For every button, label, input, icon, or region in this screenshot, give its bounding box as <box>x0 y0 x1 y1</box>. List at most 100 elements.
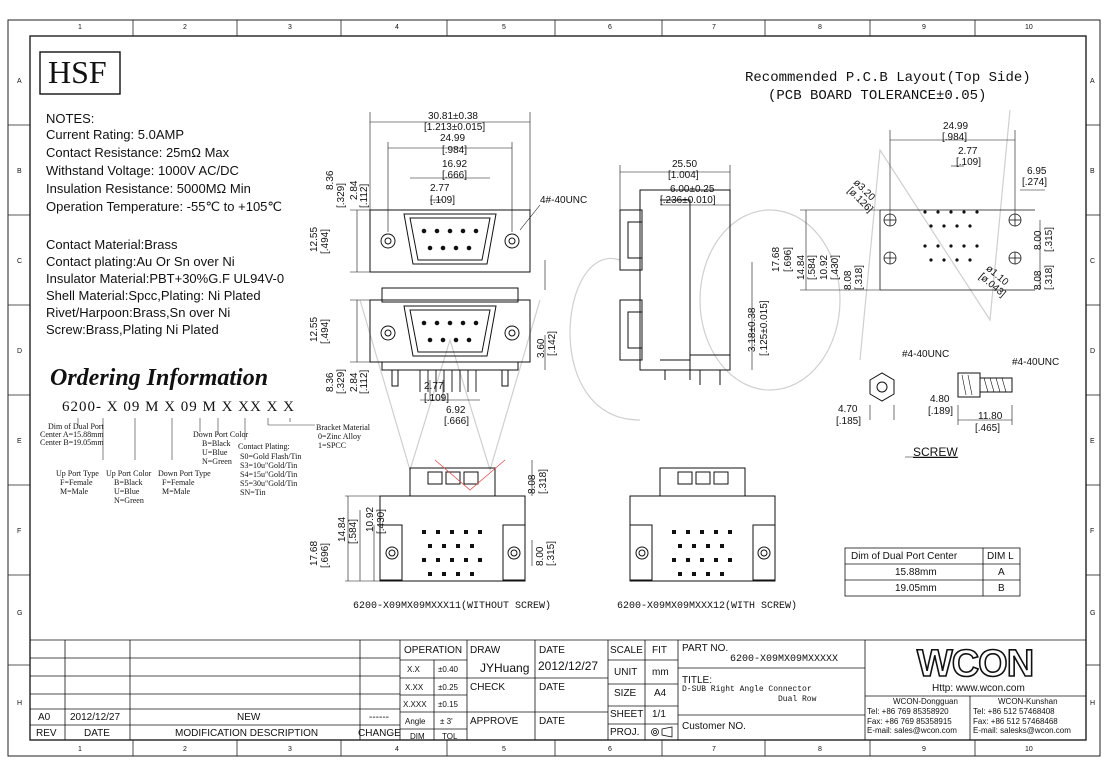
col-label: 3 <box>288 24 292 31</box>
rev-cell: ------ <box>369 712 389 723</box>
dim-label: 30.81±0.38 <box>428 111 478 122</box>
dim-label: 25.50 <box>672 159 698 170</box>
table-cell: 15.88mm <box>895 567 937 578</box>
dim-label: 17.68 <box>771 246 782 272</box>
col-label: 5 <box>502 746 506 753</box>
col-label: 4 <box>395 24 399 31</box>
legend-line: Up Port Type <box>56 469 99 478</box>
dim-label: 8.08 <box>527 474 538 494</box>
website[interactable]: Http: www.wcon.com <box>932 683 1025 694</box>
dim-label: 8.08 <box>1033 270 1044 290</box>
legend-line: 0=Zinc Alloy <box>318 432 361 441</box>
legend-line: M=Male <box>60 487 89 496</box>
draw-name: JYHuang <box>480 661 530 675</box>
svg-text:WCON: WCON <box>917 643 1033 685</box>
dim-label: [.584] <box>807 254 818 280</box>
dim-label: [.329] <box>336 182 347 208</box>
rev-header: REV <box>36 728 57 739</box>
dongguan-fax: Fax: +86 769 85358915 <box>867 717 952 726</box>
legend-line: M=Male <box>162 487 191 496</box>
side-view <box>619 165 753 385</box>
dim-label: #4-40UNC <box>1012 357 1060 368</box>
dim-label: 12.55 <box>309 226 320 252</box>
dim-label: [.318] <box>854 264 865 290</box>
hsf-logo: HSF <box>48 54 107 90</box>
rev-header: CHANGE <box>358 728 401 739</box>
pcb-subtitle: (PCB BOARD TOLERANCE±0.05) <box>768 88 987 104</box>
dim-label: [.494] <box>320 228 331 254</box>
legend-line: U=Blue <box>114 487 140 496</box>
dim-label: [.236±0.010] <box>660 195 716 206</box>
kunshan-tel: Tel: +86 512 57468408 <box>973 707 1055 716</box>
row-label: B <box>1090 168 1095 175</box>
tol-cell: ±0.25 <box>438 683 458 692</box>
legend-line: Down Port Type <box>158 469 211 478</box>
col-label: 2 <box>183 746 187 753</box>
pcb-layout <box>800 130 1045 291</box>
legend-line: N=Green <box>114 496 144 505</box>
dim-label: [.494] <box>320 318 331 344</box>
col-label: 10 <box>1025 24 1033 31</box>
kunshan-title: WCON-Kunshan <box>998 697 1058 706</box>
draw-date: 2012/12/27 <box>538 659 599 673</box>
dim-label: 3.18±0.38 <box>747 307 758 352</box>
legend-line: Bracket Material <box>316 423 370 432</box>
dongguan-title: WCON-Dongguan <box>893 697 958 706</box>
legend-line: Dim of Dual Port <box>48 422 104 431</box>
approve-date-label: DATE <box>539 716 565 727</box>
title-block-grid <box>30 639 1086 740</box>
dongguan-email[interactable]: E-mail: sales@wcon.com <box>867 726 957 735</box>
col-label: 10 <box>1025 746 1033 753</box>
watermark <box>359 109 1011 473</box>
note-line: Operation Temperature: -55℃ to +105℃ <box>46 199 283 214</box>
legend-line: SN=Tin <box>240 488 266 497</box>
row-label: D <box>1090 348 1096 355</box>
tol-cell: X.XX <box>405 683 424 692</box>
col-label: 4 <box>395 746 399 753</box>
legend-line: B=Black <box>114 478 143 487</box>
rev-header: DATE <box>84 728 110 739</box>
dim-label: 2.77 <box>958 146 978 157</box>
dim-label: [.666] <box>444 416 470 427</box>
row-label: E <box>1090 438 1095 445</box>
dim-label: [.109] <box>430 195 456 206</box>
row-label: H <box>1090 700 1096 707</box>
legend-line: S4=15u"Gold/Tin <box>240 470 298 479</box>
dim-label: 10.92 <box>819 254 830 280</box>
dim-label: #4-40UNC <box>902 349 950 360</box>
col-label: 5 <box>502 24 506 31</box>
material-line: Screw:Brass,Plating Ni Plated <box>46 322 219 337</box>
kunshan-email[interactable]: E-mail: salesks@wcon.com <box>973 726 1071 735</box>
ordering-code: 6200- X 09 M X 09 M X XX X X <box>62 399 295 415</box>
dim-label: [.430] <box>376 508 387 534</box>
dim-label: [.318] <box>1044 264 1055 290</box>
title-line-1: D-SUB Right Angle Connector <box>682 685 812 694</box>
dim-label: 8.08 <box>843 270 854 290</box>
legend-line: S3=10u"Gold/Tin <box>240 461 298 470</box>
part-no: 6200-X09MX09MXXXXX <box>730 654 839 665</box>
tol-cell: DIM <box>410 732 425 741</box>
sheet-value: 1/1 <box>652 709 666 720</box>
legend-line: Contact Plating: <box>238 442 290 451</box>
table-cell: 19.05mm <box>895 583 937 594</box>
part-no-label: PART NO. <box>682 643 729 654</box>
legend-line: F=Female <box>162 478 195 487</box>
col-label: 6 <box>608 746 612 753</box>
dim-label: 10.92 <box>365 506 376 532</box>
dim-label: 16.92 <box>442 159 468 170</box>
size-label: SIZE <box>614 688 637 699</box>
dim-label: 4.80 <box>930 394 950 405</box>
legend-line: B=Black <box>202 439 231 448</box>
pcb-title: Recommended P.C.B Layout(Top Side) <box>745 70 1031 86</box>
dim-label: 6.00±0.25 <box>670 184 715 195</box>
col-label: 9 <box>922 746 926 753</box>
material-line: Contact plating:Au Or Sn over Ni <box>46 254 235 269</box>
legend-line: Up Port Color <box>106 469 152 478</box>
rev-cell: A0 <box>38 712 51 723</box>
check-date-label: DATE <box>539 682 565 693</box>
dim-label: [.112] <box>359 183 370 208</box>
dim-label: 8.00 <box>1033 230 1044 250</box>
col-label: 1 <box>78 746 82 753</box>
dim-label: 4.70 <box>838 404 858 415</box>
